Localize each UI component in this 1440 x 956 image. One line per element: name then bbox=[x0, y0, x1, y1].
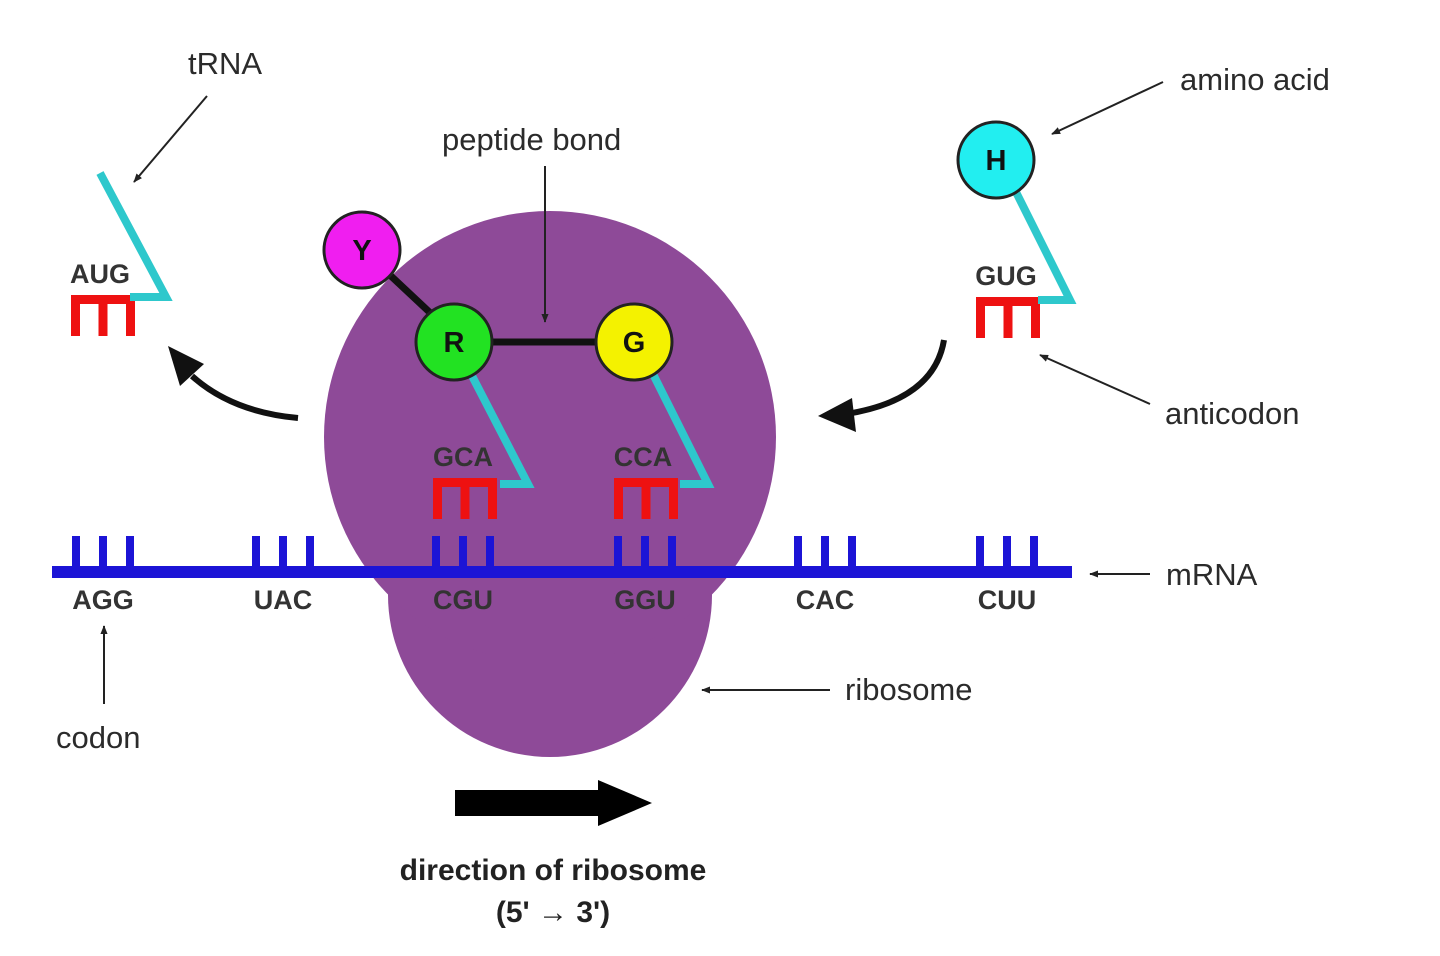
mrna-base-1-1 bbox=[72, 536, 80, 570]
codon-label-6: CUU bbox=[978, 585, 1037, 615]
mrna-base-6-1 bbox=[976, 536, 984, 570]
mrna-base-4-2 bbox=[641, 536, 649, 570]
amino-acid-r-circle bbox=[414, 302, 494, 382]
codon-label-1: AGG bbox=[72, 585, 134, 615]
anticodon-combs bbox=[71, 295, 1040, 519]
amino-acid-r-label: R bbox=[444, 327, 465, 359]
anticodon-label-incoming: GUG bbox=[975, 261, 1037, 291]
anticodon-label-site1: GCA bbox=[433, 442, 493, 472]
mrna-base-1-2 bbox=[99, 536, 107, 570]
anticodon-comb-leaving-tooth-3 bbox=[126, 295, 135, 336]
anticodon-comb-site1-tooth-3 bbox=[488, 478, 497, 519]
label-trna: tRNA bbox=[188, 46, 262, 81]
trna-arm-site2 bbox=[648, 370, 715, 488]
anticodon-comb-site2-tooth-1 bbox=[614, 478, 623, 519]
anticodon-comb-site1-tooth-2 bbox=[460, 478, 470, 519]
exit-arrow-curve bbox=[189, 373, 299, 421]
amino-acid-h: H bbox=[956, 120, 1036, 200]
entry-arrow bbox=[818, 339, 947, 432]
anticodon-comb-leaving-tooth-2 bbox=[98, 295, 108, 336]
amino-acid-y: Y bbox=[322, 210, 402, 290]
mrna-base-6-3 bbox=[1030, 536, 1038, 570]
direction-arrow bbox=[455, 780, 652, 826]
amino-acid-h-label: H bbox=[986, 145, 1007, 177]
mrna-base-4-3 bbox=[668, 536, 676, 570]
entry-arrow-head bbox=[818, 398, 856, 432]
codon-label-5: CAC bbox=[796, 585, 855, 615]
trna-arm-site1 bbox=[466, 370, 535, 488]
amino-acid-r: R bbox=[414, 302, 494, 382]
pointer-trna bbox=[133, 95, 208, 183]
label-peptide-bond: peptide bond bbox=[442, 122, 621, 157]
label-anticodon: anticodon bbox=[1165, 396, 1299, 431]
anticodon-comb-leaving-tooth-1 bbox=[71, 295, 80, 336]
mrna-base-2-2 bbox=[279, 536, 287, 570]
mrna-base-5-2 bbox=[821, 536, 829, 570]
codon-label-4: GGU bbox=[614, 585, 676, 615]
trna-arm-leaving bbox=[96, 171, 173, 301]
anticodon-comb-site1-tooth-1 bbox=[433, 478, 442, 519]
amino-acid-h-circle bbox=[956, 120, 1036, 200]
exit-arrow-head bbox=[168, 346, 204, 386]
mrna-base-4-1 bbox=[614, 536, 622, 570]
pointer-amino-acid bbox=[1051, 81, 1164, 135]
mrna-bases bbox=[72, 536, 1038, 570]
mrna-base-2-1 bbox=[252, 536, 260, 570]
codon-label-3: CGU bbox=[433, 585, 493, 615]
direction-arrow-shaft bbox=[455, 790, 603, 816]
mrna-strand bbox=[52, 536, 1072, 578]
direction-caption-sub: (5' → 3') bbox=[496, 896, 610, 929]
mrna-base-5-1 bbox=[794, 536, 802, 570]
anticodon-comb-site2-tooth-3 bbox=[669, 478, 678, 519]
mrna-base-3-3 bbox=[486, 536, 494, 570]
codon-label-2: UAC bbox=[254, 585, 313, 615]
amino-acid-y-label: Y bbox=[352, 235, 371, 267]
anticodon-label-leaving: AUG bbox=[70, 259, 130, 289]
mrna-base-1-3 bbox=[126, 536, 134, 570]
label-codon: codon bbox=[56, 720, 140, 755]
entry-arrow-curve bbox=[845, 339, 947, 417]
mrna-base-6-2 bbox=[1003, 536, 1011, 570]
mrna-base-5-3 bbox=[848, 536, 856, 570]
anticodon-comb-incoming-tooth-2 bbox=[1003, 297, 1013, 338]
anticodon-comb-incoming-tooth-1 bbox=[976, 297, 985, 338]
amino-acid-g-circle bbox=[594, 302, 674, 382]
pointer-anticodon bbox=[1039, 354, 1151, 405]
mrna-base-3-1 bbox=[432, 536, 440, 570]
mrna-backbone bbox=[52, 566, 1072, 578]
direction-caption: direction of ribosome bbox=[400, 854, 707, 887]
mrna-base-3-2 bbox=[459, 536, 467, 570]
label-ribosome: ribosome bbox=[845, 672, 973, 707]
mrna-base-2-3 bbox=[306, 536, 314, 570]
exit-arrow bbox=[168, 346, 299, 421]
anticodon-comb-site2-tooth-2 bbox=[641, 478, 651, 519]
anticodon-label-site2: CCA bbox=[614, 442, 673, 472]
label-amino-acid: amino acid bbox=[1180, 62, 1330, 97]
trna-arm-incoming bbox=[1011, 188, 1077, 304]
anticodon-comb-incoming-tooth-3 bbox=[1031, 297, 1040, 338]
amino-acid-g-label: G bbox=[623, 327, 646, 359]
amino-acid-g: G bbox=[594, 302, 674, 382]
direction-arrow-head bbox=[598, 780, 652, 826]
label-mrna: mRNA bbox=[1166, 557, 1258, 592]
amino-acid-y-circle bbox=[322, 210, 402, 290]
